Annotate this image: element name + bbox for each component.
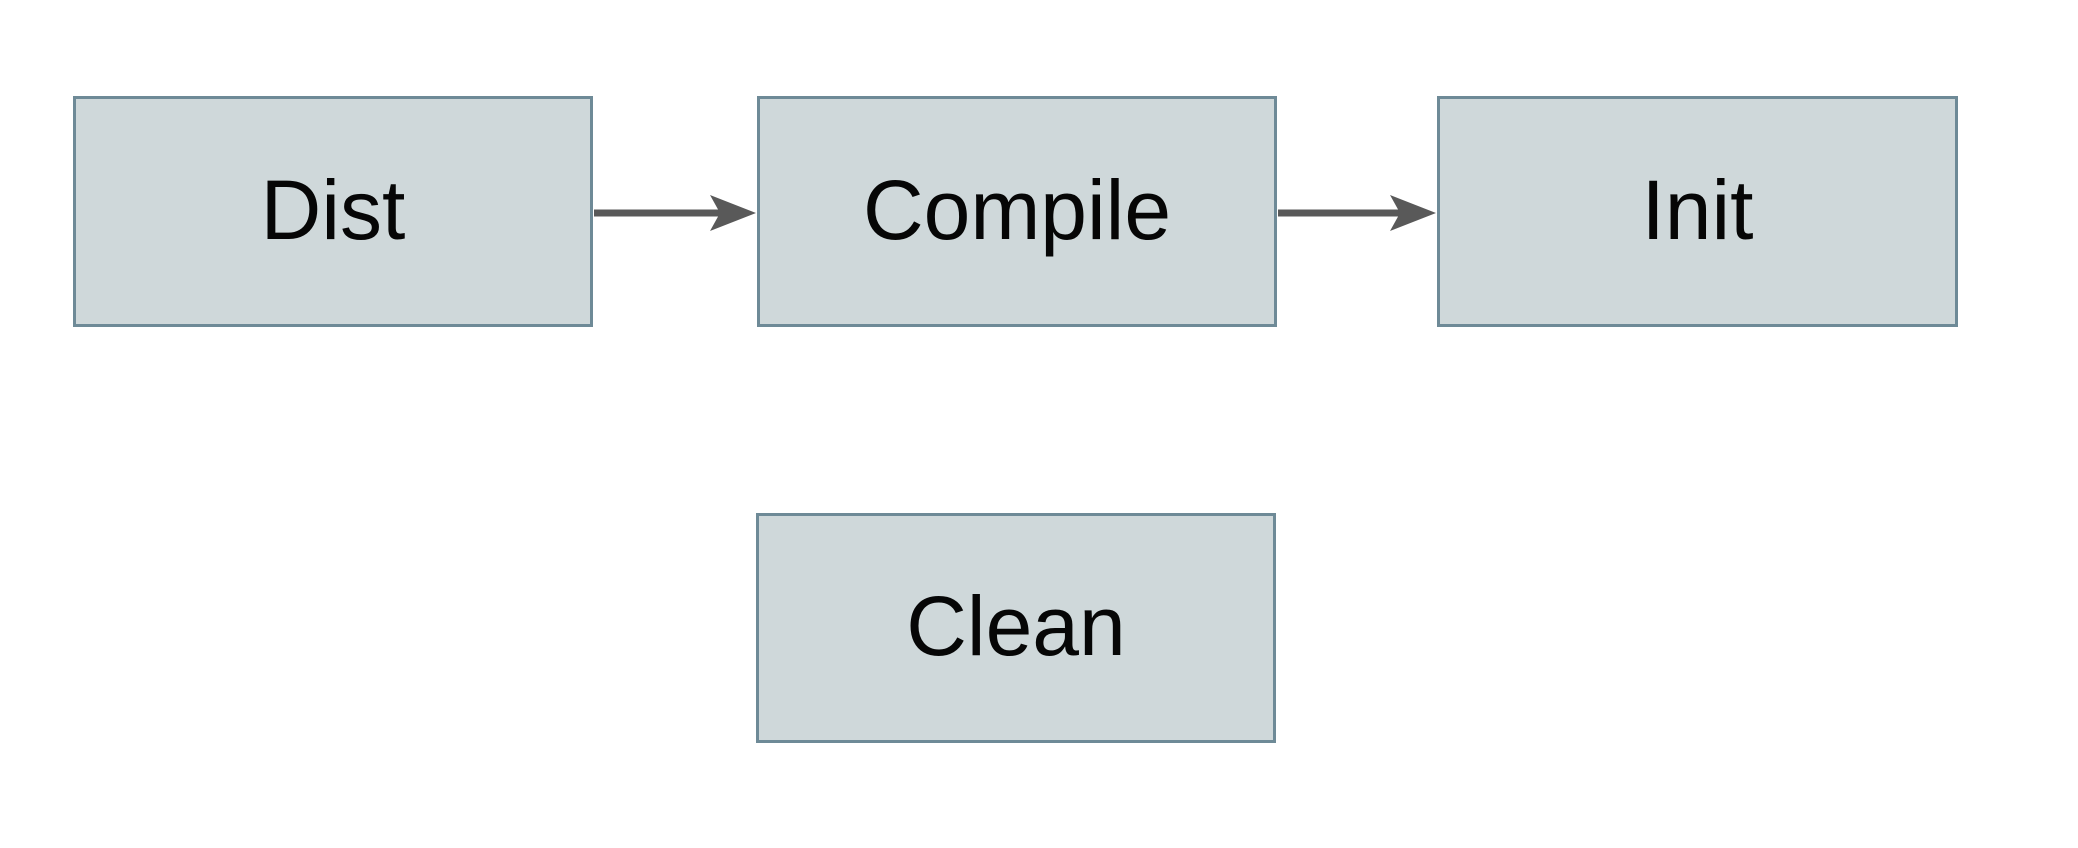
arrowhead-icon <box>1390 195 1436 231</box>
node-dist[interactable]: Dist <box>73 96 593 327</box>
node-init-label: Init <box>1641 162 1754 257</box>
node-dist-label: Dist <box>260 162 406 257</box>
connector-dist-to-compile[interactable] <box>594 195 756 231</box>
arrowhead-icon <box>710 195 756 231</box>
node-clean-label: Clean <box>906 579 1126 673</box>
node-compile-label: Compile <box>862 162 1172 257</box>
connector-compile-to-init[interactable] <box>1278 195 1436 231</box>
node-init[interactable]: Init <box>1437 96 1958 327</box>
node-clean[interactable]: Clean <box>756 513 1276 743</box>
node-compile[interactable]: Compile <box>757 96 1277 327</box>
